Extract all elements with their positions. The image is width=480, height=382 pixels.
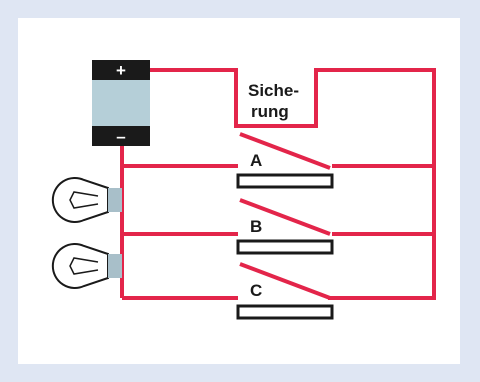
bulb-1-glass <box>51 177 109 223</box>
switch-b-contact <box>236 239 334 255</box>
fuse-label-line2: rung <box>251 102 289 121</box>
battery-plus-terminal <box>92 60 150 80</box>
battery-minus-sign: – <box>116 127 125 146</box>
light-bulb-icon <box>51 243 122 289</box>
bulb-2-filament <box>69 257 99 275</box>
bulb-2-socket <box>108 254 122 278</box>
switch-a: A <box>236 132 334 189</box>
fuse-label-line1: Siche- <box>248 81 299 100</box>
switch-b-lever <box>239 198 331 236</box>
battery-plus-sign: + <box>116 61 126 80</box>
battery-minus-terminal <box>92 126 150 146</box>
bulb-2-glass <box>51 243 109 289</box>
switch-c-contact <box>236 304 334 320</box>
switch-c: C <box>236 262 334 320</box>
switch-c-lever <box>239 262 331 300</box>
switch-a-lever <box>239 132 331 170</box>
top-wire <box>150 68 436 300</box>
switch-b-label: B <box>250 217 262 236</box>
switch-a-contact <box>236 173 334 189</box>
battery-body <box>92 78 150 128</box>
switch-c-label: C <box>250 281 262 300</box>
bulb-1-socket <box>108 188 122 212</box>
switch-a-label: A <box>250 151 262 170</box>
battery: + – <box>92 60 150 146</box>
switch-b: B <box>236 198 334 255</box>
fuse: Siche- rung <box>248 81 299 121</box>
bulb-1-filament <box>69 191 99 209</box>
light-bulb-icon <box>51 177 122 223</box>
